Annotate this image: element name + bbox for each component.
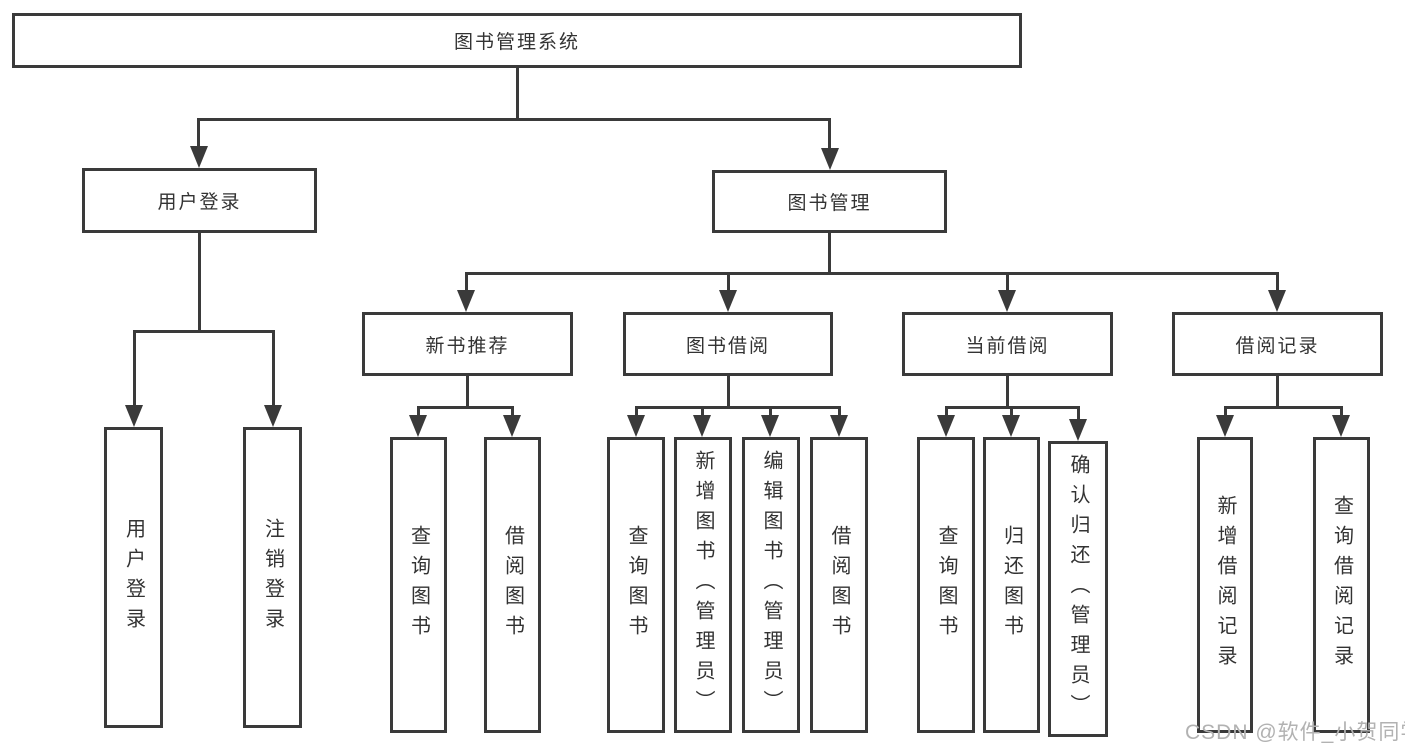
arrowhead-icon [627, 415, 645, 437]
leaf-borrow-books-label: 借阅图书 [828, 525, 850, 645]
connector-line [945, 406, 948, 418]
node-book-management: 图书管理 [712, 170, 947, 233]
connector-line [516, 68, 519, 118]
leaf-add-borrow-record-label: 新增借阅记录 [1214, 495, 1236, 675]
leaf-logout: 注销登录 [243, 427, 302, 728]
leaf-add-books-admin: 新增图书（管理员） [674, 437, 732, 733]
arrowhead-icon [693, 415, 711, 437]
leaf-user-login: 用户登录 [104, 427, 163, 728]
connector-line [828, 118, 831, 150]
connector-line [1340, 406, 1343, 418]
connector-line [197, 118, 831, 121]
connector-line [465, 272, 468, 294]
node-book-borrow-label: 图书借阅 [685, 335, 770, 357]
connector-line [133, 330, 136, 410]
connector-line [635, 406, 841, 409]
connector-line [417, 406, 420, 418]
leaf-add-books-admin-label: 新增图书（管理员） [692, 450, 714, 720]
node-root-label: 图书管理系统 [453, 32, 580, 53]
arrowhead-icon [409, 415, 427, 437]
node-user-login: 用户登录 [82, 168, 317, 233]
connector-line [417, 406, 514, 409]
connector-line [511, 406, 514, 418]
leaf-user-login-label: 用户登录 [122, 517, 145, 638]
arrowhead-icon [503, 415, 521, 437]
leaf-return-books: 归还图书 [983, 437, 1040, 733]
arrowhead-icon [998, 290, 1016, 312]
leaf-logout-label: 注销登录 [261, 517, 284, 638]
leaf-query-books-current-label: 查询图书 [935, 525, 957, 645]
arrowhead-icon [719, 290, 737, 312]
leaf-confirm-return-admin: 确认归还（管理员） [1048, 441, 1108, 737]
arrowhead-icon [937, 415, 955, 437]
node-new-book-recommend-label: 新书推荐 [425, 335, 510, 357]
leaf-borrow-books-recommend: 借阅图书 [484, 437, 541, 733]
node-current-borrow-label: 当前借阅 [965, 335, 1050, 357]
arrowhead-icon [190, 146, 208, 168]
connector-line [272, 330, 275, 410]
node-borrow-record-label: 借阅记录 [1235, 335, 1320, 357]
leaf-query-books-recommend-label: 查询图书 [407, 525, 430, 645]
leaf-query-books-current: 查询图书 [917, 437, 975, 733]
connector-line [828, 233, 831, 272]
connector-line [198, 233, 201, 330]
connector-line [1224, 406, 1343, 409]
arrowhead-icon [1069, 419, 1087, 441]
node-new-book-recommend: 新书推荐 [362, 312, 573, 376]
leaf-borrow-books-recommend-label: 借阅图书 [501, 525, 524, 645]
leaf-query-books-recommend: 查询图书 [390, 437, 447, 733]
watermark: CSDN @软件_小贺同学 [1185, 721, 1405, 744]
leaf-borrow-books: 借阅图书 [810, 437, 868, 733]
leaf-return-books-label: 归还图书 [1000, 525, 1023, 645]
leaf-query-borrow-record: 查询借阅记录 [1313, 437, 1370, 733]
leaf-add-borrow-record: 新增借阅记录 [1197, 437, 1253, 733]
connector-line [1224, 406, 1227, 418]
leaf-edit-books-admin: 编辑图书（管理员） [742, 437, 800, 733]
arrowhead-icon [1002, 415, 1020, 437]
leaf-query-borrow-record-label: 查询借阅记录 [1330, 495, 1353, 675]
node-user-login-label: 用户登录 [157, 192, 242, 213]
connector-line [701, 406, 704, 418]
leaf-edit-books-admin-label: 编辑图书（管理员） [760, 450, 782, 720]
connector-line [635, 406, 638, 418]
connector-line [197, 118, 200, 148]
node-book-borrow: 图书借阅 [623, 312, 833, 376]
node-book-management-label: 图书管理 [787, 193, 872, 214]
leaf-query-books-borrow: 查询图书 [607, 437, 665, 733]
node-current-borrow: 当前借阅 [902, 312, 1113, 376]
connector-line [1006, 376, 1009, 406]
arrowhead-icon [1268, 290, 1286, 312]
arrowhead-icon [1216, 415, 1234, 437]
connector-line [1276, 272, 1279, 294]
connector-line [1010, 406, 1013, 418]
connector-line [1077, 406, 1080, 420]
arrowhead-icon [457, 290, 475, 312]
arrowhead-icon [264, 405, 282, 427]
connector-line [769, 406, 772, 418]
node-borrow-record: 借阅记录 [1172, 312, 1383, 376]
arrowhead-icon [761, 415, 779, 437]
connector-line [727, 376, 730, 406]
leaf-query-books-borrow-label: 查询图书 [625, 525, 647, 645]
arrowhead-icon [125, 405, 143, 427]
connector-line [465, 272, 1279, 275]
leaf-confirm-return-admin-label: 确认归还（管理员） [1067, 454, 1089, 724]
connector-line [1276, 376, 1279, 406]
connector-line [727, 272, 730, 294]
connector-line [466, 376, 469, 406]
arrowhead-icon [821, 148, 839, 170]
arrowhead-icon [830, 415, 848, 437]
connector-line [133, 330, 275, 333]
node-root: 图书管理系统 [12, 13, 1022, 68]
arrowhead-icon [1332, 415, 1350, 437]
connector-line [1006, 272, 1009, 294]
connector-line [838, 406, 841, 418]
